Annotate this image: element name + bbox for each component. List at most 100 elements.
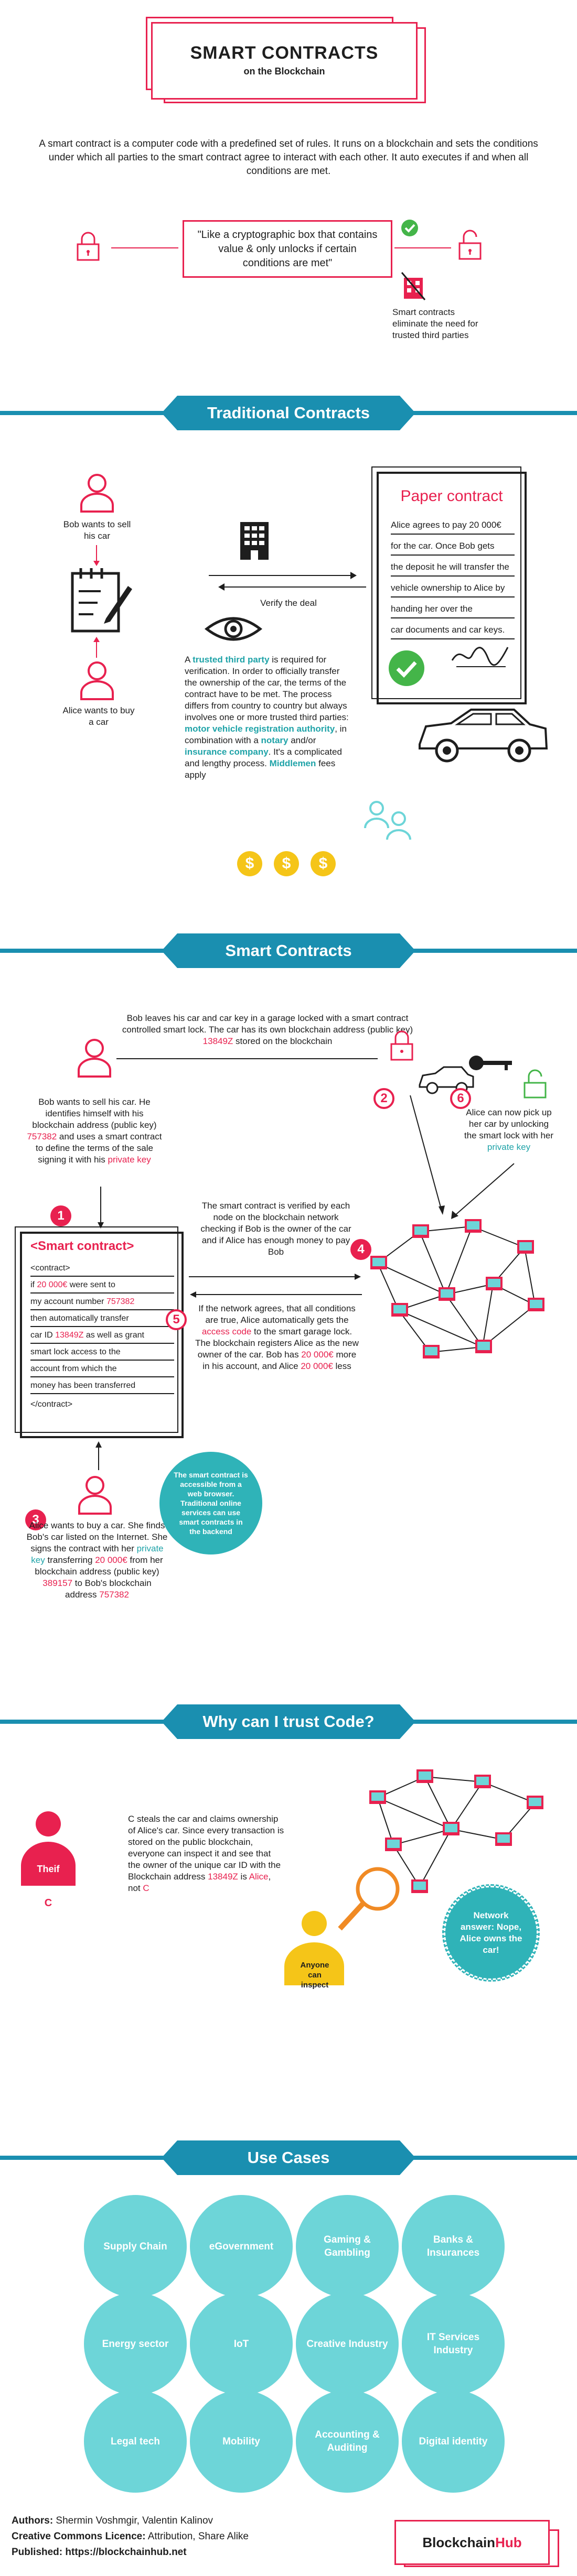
banner-traditional-contracts: Traditional Contracts (162, 396, 415, 430)
arrow-down-icon (410, 1095, 445, 1215)
people-group-icon (364, 801, 411, 840)
step-4-verification-text: The smart contract is verified by each n… (200, 1201, 351, 1257)
paper-contract-line: the deposit he will transfer the (391, 556, 515, 577)
arrow-up-icon (95, 1441, 102, 1470)
page-subtitle: on the Blockchain (243, 66, 325, 77)
paper-contract-title: Paper contract (400, 487, 503, 505)
arrow-right-icon (116, 1058, 378, 1059)
contract-line: if 20 000€ were sent to (30, 1277, 174, 1294)
brand-frame-front (394, 2520, 550, 2565)
blockchainhub-logo: BlockchainHub (422, 2535, 522, 2550)
thief-label: Theif (37, 1864, 60, 1874)
contract-line: then automatically transfer (30, 1310, 174, 1327)
step-3-alice-buys-text: Alice wants to buy a car. She finds Bob'… (26, 1520, 168, 1600)
eliminate-third-parties-text: Smart contracts eliminate the need for t… (392, 307, 478, 340)
signature-scribble (451, 647, 509, 667)
step-6-pickup-text: Alice can now pick up her car by unlocki… (464, 1107, 554, 1152)
smart-contract-title: <Smart contract> (30, 1239, 134, 1253)
bob-person-icon (80, 474, 114, 513)
coin-icon: $ (237, 851, 262, 876)
unlocked-padlock-icon (458, 230, 482, 260)
garage-lock-icon (390, 1030, 413, 1061)
car-icon (419, 1066, 474, 1094)
contract-line: car ID 13849Z as well as grant (30, 1327, 174, 1344)
arrow-up-icon (93, 637, 100, 658)
eye-icon (204, 617, 263, 641)
paper-contract-line: handing her over the (391, 597, 515, 618)
garage-smart-lock-text: Bob leaves his car and car key in a gara… (122, 1013, 413, 1046)
paper-contract-frame-back (371, 466, 521, 699)
step-4-badge: 4 (350, 1239, 371, 1260)
step-5-badge: 5 (166, 1309, 187, 1330)
magnifying-glass-icon (338, 1867, 400, 1931)
arrow-right-icon (189, 1274, 361, 1280)
use-case-egovernment: eGovernment (190, 2195, 293, 2298)
checkmark-icon (389, 650, 424, 686)
notepad-pencil-icon (71, 568, 132, 633)
use-case-gaming: Gaming & Gambling (296, 2195, 399, 2298)
paper-contract-line: for the car. Once Bob gets (391, 535, 515, 556)
use-case-legal-tech: Legal tech (84, 2390, 187, 2493)
contract-line: smart lock access to the (30, 1344, 174, 1361)
checkmark-icon (401, 220, 418, 236)
double-arrow-icon (209, 572, 366, 591)
use-case-creative-industry: Creative Industry (296, 2292, 399, 2395)
contract-open-tag: <contract> (30, 1260, 174, 1277)
use-case-iot: IoT (190, 2292, 293, 2395)
locked-padlock-icon (77, 232, 100, 261)
contract-close-tag: </contract> (30, 1400, 73, 1409)
step-1-bob-signs-text: Bob wants to sell his car. He identifies… (27, 1097, 162, 1165)
bob-wants-to-sell-text: Bob wants to sell his car (63, 519, 131, 541)
use-case-mobility: Mobility (190, 2390, 293, 2493)
arrow-down-icon (98, 1187, 104, 1229)
published-line: Published: https://blockchainhub.net (12, 2547, 187, 2558)
coin-icon: $ (274, 851, 299, 876)
contract-line: money has been transferred (30, 1377, 174, 1394)
inspector-person-icon (284, 1911, 344, 1985)
arrow-left-icon (190, 1291, 362, 1298)
trust-explanation-text: C steals the car and claims ownership of… (128, 1814, 284, 1893)
step-2-badge: 2 (373, 1088, 394, 1109)
verify-the-deal-text: Verify the deal (260, 598, 317, 608)
car-key-icon (469, 1056, 512, 1070)
use-case-energy: Energy sector (84, 2292, 187, 2395)
thief-person-icon (21, 1811, 76, 1886)
alice-person-icon (80, 661, 114, 700)
published-link[interactable]: https://blockchainhub.net (65, 2547, 187, 2558)
use-case-digital-identity: Digital identity (402, 2390, 505, 2493)
car-outline-icon (419, 709, 548, 763)
office-building-icon (240, 522, 269, 560)
alice-wants-to-buy-text: Alice wants to buy a car (62, 705, 135, 727)
contract-line: my account number 757382 (30, 1294, 174, 1310)
quote-box: "Like a cryptographic box that contains … (183, 220, 392, 278)
smart-contract-document (20, 1232, 184, 1438)
banner-why-trust-code: Why can I trust Code? (162, 1704, 415, 1739)
page-title: SMART CONTRACTS (190, 43, 379, 63)
c-label: C (44, 1897, 52, 1909)
trusted-third-party-explanation: A trusted third party is required for ve… (185, 655, 349, 780)
step-1-badge: 1 (50, 1205, 71, 1226)
use-case-it-services: IT Services Industry (402, 2292, 505, 2395)
paper-contract-line: car documents and car keys. (391, 618, 515, 639)
paper-contract-line: vehicle ownership to Alice by (391, 577, 515, 597)
use-case-banks: Banks & Insurances (402, 2195, 505, 2298)
arrow-left-icon (451, 1163, 515, 1219)
blockchain-network-graph (370, 1219, 544, 1358)
arrow-right-icon (111, 247, 178, 248)
use-case-accounting: Accounting & Auditing (296, 2390, 399, 2493)
use-case-supply-chain: Supply Chain (84, 2195, 187, 2298)
licence-line: Creative Commons Licence: Attribution, S… (12, 2531, 249, 2542)
step-6-badge: 6 (450, 1088, 471, 1109)
alice-person-icon (78, 1476, 112, 1515)
paper-contract-line: Alice agrees to pay 20 000€ (391, 514, 515, 535)
intro-paragraph: A smart contract is a computer code with… (39, 138, 538, 177)
contract-line: account from which the (30, 1361, 174, 1377)
blockchain-network-graph (369, 1769, 543, 1893)
arrow-down-icon (93, 545, 100, 566)
crossed-out-building-icon (401, 272, 426, 300)
step-5-network-agrees-text: If the network agrees, that all conditio… (195, 1303, 359, 1371)
coin-icon: $ (311, 851, 336, 876)
arrow-right-icon (394, 247, 451, 248)
authors-line: Authors: Shermin Voshmgir, Valentin Kali… (12, 2515, 213, 2526)
step-3-badge: 3 (25, 1509, 46, 1530)
